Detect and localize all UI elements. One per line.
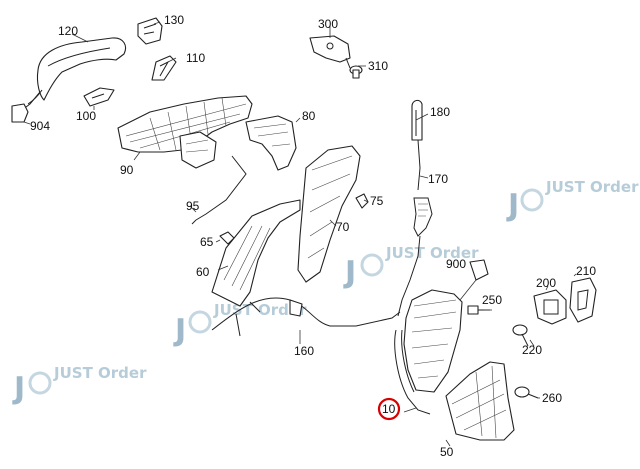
callout-110[interactable]: 110 [186,51,205,65]
callout-75[interactable]: 75 [370,194,384,208]
callout-80[interactable]: 80 [302,109,316,123]
callout-900[interactable]: 900 [446,257,466,271]
part-50-lock [445,361,515,441]
callout-180[interactable]: 180 [430,105,450,119]
watermark-1: J JUST Order [506,178,639,223]
watermark-letter: J [343,255,356,290]
watermark-3: J JUST Order [173,301,307,348]
part-200-striker [533,289,567,325]
part-10-cable [394,329,431,415]
watermark-letter: J [173,313,186,348]
callout-65[interactable]: 65 [200,235,214,249]
part-170-rod [397,139,433,317]
part-70-cover [297,145,361,283]
callout-904[interactable]: 904 [30,119,50,133]
part-220-screw [512,324,529,347]
callout-210[interactable]: 210 [576,264,596,278]
callout-95[interactable]: 95 [186,199,200,213]
part-300 [309,35,351,69]
callout-100[interactable]: 100 [76,109,96,123]
watermark-letter: J [506,188,519,223]
watermark-4: J JUST Order [12,364,147,406]
callout-130[interactable]: 130 [164,13,184,27]
watermark-text: JUST Order [53,364,147,382]
part-90-carrier [117,95,253,169]
part-180-knob [411,99,423,141]
callout-50[interactable]: 50 [440,445,454,459]
part-60-cover [211,199,301,307]
part-210-plate [569,277,597,323]
part-904 [11,103,29,123]
callout-200[interactable]: 200 [536,276,556,290]
part-outer-handle [21,37,127,111]
callout-60[interactable]: 60 [196,265,210,279]
part-100 [83,87,115,107]
watermark-text: JUST Order [545,178,639,196]
callout-70[interactable]: 70 [336,220,350,234]
callout-labels: 120 130 300 310 110 904 100 90 80 180 17… [30,13,596,459]
part-900-lock [403,259,489,393]
callout-250[interactable]: 250 [482,293,502,307]
callout-220[interactable]: 220 [522,343,542,357]
part-95-rod [191,155,247,225]
callout-160[interactable]: 160 [294,344,314,358]
callout-300[interactable]: 300 [318,17,338,31]
callout-10[interactable]: 10 [382,402,396,416]
callout-310[interactable]: 310 [368,59,388,73]
callout-90[interactable]: 90 [120,163,134,177]
part-260-screw [514,386,539,399]
callout-170[interactable]: 170 [428,172,448,186]
watermark-letter: J [12,371,25,406]
callout-260[interactable]: 260 [542,391,562,405]
watermark-2: J JUST Order [343,244,479,290]
part-80 [245,115,297,171]
part-160-cable [211,297,401,337]
part-130 [137,17,163,45]
part-310 [349,65,363,79]
callout-120[interactable]: 120 [58,24,78,38]
highlight-ring [377,397,401,421]
watermark-text: JUST Order [385,244,479,262]
leader-lines [23,21,577,447]
